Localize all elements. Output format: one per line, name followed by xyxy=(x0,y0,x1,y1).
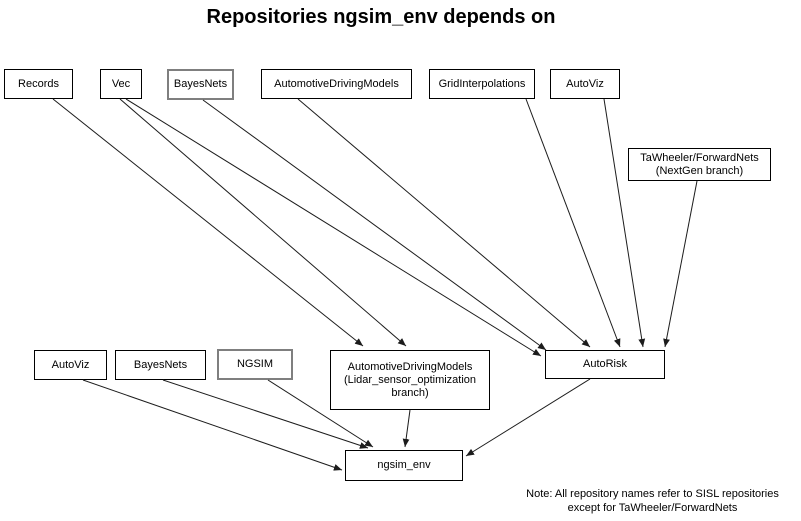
node-ngsim: NGSIM xyxy=(217,349,293,380)
node-label: AutoRisk xyxy=(582,358,628,370)
node-label: Records xyxy=(18,77,59,90)
node-bayesnets-mid: BayesNets xyxy=(115,350,206,380)
node-label: (NextGen branch) xyxy=(655,164,744,177)
diagram-note: Note: All repository names refer to SISL… xyxy=(500,487,801,515)
node-label: ngsim_env xyxy=(377,459,431,471)
node-label: TaWheeler/ForwardNets xyxy=(640,151,759,164)
node-records: Records xyxy=(4,69,73,99)
node-label: Vec xyxy=(111,77,131,90)
diagram-title: Repositories ngsim_env depends on xyxy=(206,6,556,28)
node-label: AutomotiveDrivingModels xyxy=(347,360,473,373)
node-autorisk: AutoRisk xyxy=(545,350,665,379)
note-line-2: except for TaWheeler/ForwardNets xyxy=(567,502,738,514)
node-adm-top: AutomotiveDrivingModels xyxy=(261,69,412,99)
node-adm-lidar: AutomotiveDrivingModels(Lidar_sensor_opt… xyxy=(330,350,490,410)
node-vec: Vec xyxy=(100,69,142,99)
node-label: branch) xyxy=(391,386,429,399)
node-label: AutomotiveDrivingModels xyxy=(274,77,399,90)
node-ngsim-env: ngsim_env xyxy=(345,450,463,481)
node-autoviz-top: AutoViz xyxy=(550,69,620,99)
node-bayesnets-top: BayesNets xyxy=(167,69,234,100)
note-line-1: Note: All repository names refer to SISL… xyxy=(526,488,779,500)
node-label: AutoViz xyxy=(566,77,604,90)
node-label: BayesNets xyxy=(173,78,228,90)
node-autoviz-mid: AutoViz xyxy=(34,350,107,380)
node-label: NGSIM xyxy=(236,358,274,370)
node-label: GridInterpolations xyxy=(438,77,526,90)
node-label: BayesNets xyxy=(133,358,188,371)
node-label: AutoViz xyxy=(51,358,90,371)
node-gridinterpolations: GridInterpolations xyxy=(429,69,535,99)
node-label: (Lidar_sensor_optimization xyxy=(343,373,477,386)
node-tawheeler: TaWheeler/ForwardNets(NextGen branch) xyxy=(628,148,771,181)
